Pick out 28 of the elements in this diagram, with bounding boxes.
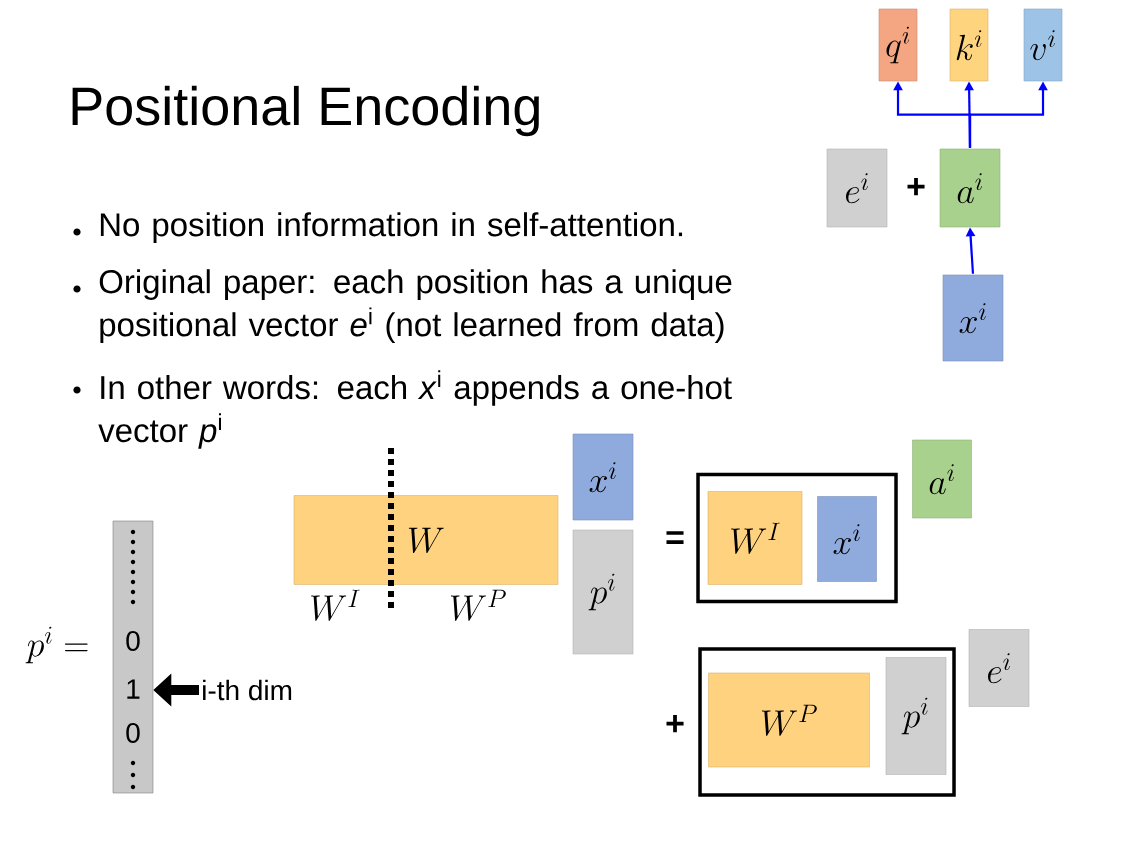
operator-sign: +	[666, 715, 684, 733]
vector-box: $p^{i}$	[885, 657, 947, 775]
vector-box: $e^{i}$	[826, 148, 888, 228]
matrix-band: $W$ $W^{I}$ $W^{P}$	[293, 495, 559, 621]
operator-sign: +	[907, 178, 925, 196]
key-box: $k^{i}$	[949, 8, 989, 82]
node-label: $W^{P}$	[450, 589, 506, 621]
vector-box: $x^{i}$	[817, 496, 877, 582]
matrix-box: $W^{P}$	[708, 672, 870, 768]
vector-box: $e^{i}$	[968, 629, 1030, 707]
frame-box	[698, 647, 956, 797]
one-hot-vector: 0 1 0	[112, 520, 154, 794]
operator-sign: =	[666, 531, 684, 544]
title: Positional Encoding	[72, 85, 539, 137]
dimension-label: i-th dim	[203, 679, 292, 701]
vector-box: $a^{i}$	[912, 439, 972, 519]
math-label: $p^{i} =$	[25, 626, 88, 664]
value-box: $v^{i}$	[1023, 8, 1063, 82]
matrix-box: $W^{I}$	[707, 491, 803, 585]
vector-box: $x^{i}$	[942, 274, 1004, 362]
frame-box	[696, 472, 898, 604]
vector-box: $a^{i}$	[939, 148, 1001, 228]
node-label: $W^{I}$	[311, 589, 360, 621]
vector-box: $p^{i}$	[572, 529, 634, 655]
bullet-text: Original paper: each position has a unique positional vector e$^{i}$ (not learned from data)	[73, 269, 732, 343]
vector-box: $x^{i}$	[572, 433, 634, 521]
query-box: $q^{i}$	[878, 8, 918, 82]
bullet-text: No position information in self-attention.	[73, 212, 683, 243]
